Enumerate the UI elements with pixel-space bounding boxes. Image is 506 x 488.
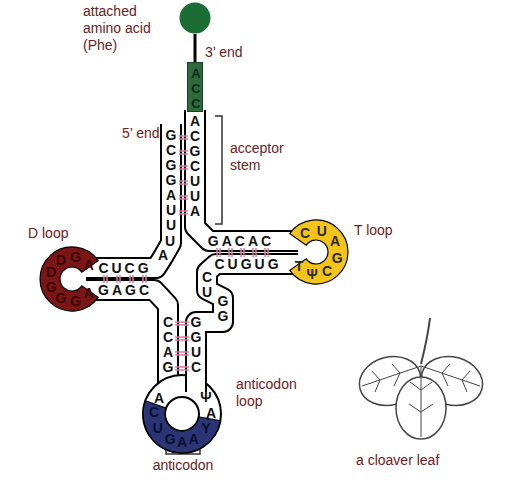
nucleotide-column: G G bbox=[215, 294, 231, 324]
ribbon-outline bbox=[86, 124, 171, 268]
loop-band bbox=[40, 247, 98, 311]
clover-leaf-drawing bbox=[354, 318, 488, 439]
nucleotide-row: CUGUG bbox=[212, 256, 284, 272]
ribbon-outline bbox=[86, 290, 168, 392]
amino-acid-label: attached amino acid (Phe) bbox=[83, 3, 175, 54]
nucleotide-column: A C C bbox=[188, 66, 204, 111]
nucleotide-row: GACAC bbox=[205, 233, 277, 249]
ribbon-outline bbox=[195, 110, 298, 241]
bond-line bbox=[104, 275, 146, 283]
loop-band bbox=[290, 220, 348, 284]
ribbon-fill bbox=[86, 124, 171, 268]
nucleotide-column: C C A G bbox=[160, 315, 176, 375]
nucleotide-letter: G bbox=[162, 431, 178, 447]
backbone-ribbon bbox=[86, 110, 298, 442]
nucleotide-column: C U bbox=[199, 270, 215, 300]
nucleotide-letter: G bbox=[53, 290, 69, 306]
region-label: anticodon bbox=[145, 457, 221, 474]
stem-bracket bbox=[215, 116, 222, 224]
nucleotide-letter: U bbox=[150, 420, 166, 436]
nucleotide-letter: C bbox=[319, 263, 335, 279]
nucleotide-letter: A bbox=[203, 405, 219, 421]
nucleotide-letter: Ψ bbox=[304, 266, 320, 282]
nucleotide-letter: A bbox=[155, 247, 171, 263]
clover-stem bbox=[421, 318, 430, 364]
loop-name: anticodon loop bbox=[236, 376, 316, 410]
nucleotide-letter: G bbox=[68, 249, 84, 265]
nucleotide-letter: U bbox=[314, 223, 330, 239]
nucleotide-row: CUCG bbox=[96, 260, 154, 276]
nucleotide-column: G G U C bbox=[188, 315, 204, 375]
nucleotide-letter: A bbox=[151, 390, 167, 406]
nucleotide-letter: D bbox=[43, 264, 59, 280]
ribbon-fill bbox=[195, 110, 298, 241]
nucleotide-column: G C G G A U U bbox=[163, 128, 179, 233]
d-loop-ring: D loopAGDDGGGA bbox=[40, 247, 104, 311]
connector-line bbox=[194, 34, 197, 62]
amino-acid-disc bbox=[180, 3, 211, 34]
nucleotide-letter: A bbox=[186, 431, 202, 447]
amino-acid-circle: attached amino acid (Phe) bbox=[179, 2, 211, 34]
amino-acid-circle-shape bbox=[179, 2, 211, 34]
nucleotide-letter: A bbox=[327, 233, 343, 249]
leaf-vein bbox=[362, 364, 480, 437]
bond-line bbox=[179, 136, 188, 214]
ribbon-fill bbox=[196, 264, 298, 392]
loop-band bbox=[143, 401, 220, 453]
bond-line bbox=[217, 248, 268, 257]
nucleotide-letter: Ψ bbox=[198, 389, 214, 405]
nucleotide-column: A C G C U U A bbox=[187, 114, 203, 219]
nucleotide-letter: A bbox=[174, 434, 190, 450]
nucleotide-letter: U bbox=[162, 233, 178, 249]
acc-end-box: A C C bbox=[187, 62, 203, 112]
nucleotide-letter: C bbox=[297, 225, 313, 241]
nucleotide-letter: A bbox=[81, 285, 97, 301]
end-label: 5’ end bbox=[122, 125, 160, 142]
loop-name: T loop bbox=[354, 222, 424, 239]
figure-caption: a cloaver leaf bbox=[356, 452, 439, 469]
loop-name: D loop bbox=[28, 225, 98, 242]
ribbon-fill bbox=[86, 290, 168, 392]
nucleotide-letter: Y bbox=[198, 420, 214, 436]
region-label: acceptor stem bbox=[230, 140, 310, 174]
nucleotide-letter: T bbox=[291, 258, 307, 274]
nucleotide-letter: G bbox=[68, 293, 84, 309]
bond-line bbox=[175, 322, 189, 370]
nucleotide-row: GAGC bbox=[96, 282, 154, 298]
nucleotide-letter: A bbox=[81, 257, 97, 273]
ribbon-outline bbox=[196, 264, 298, 392]
end-label: 3’ end bbox=[205, 44, 243, 61]
t-loop-ring: T loopCUAGCΨT bbox=[284, 220, 348, 284]
